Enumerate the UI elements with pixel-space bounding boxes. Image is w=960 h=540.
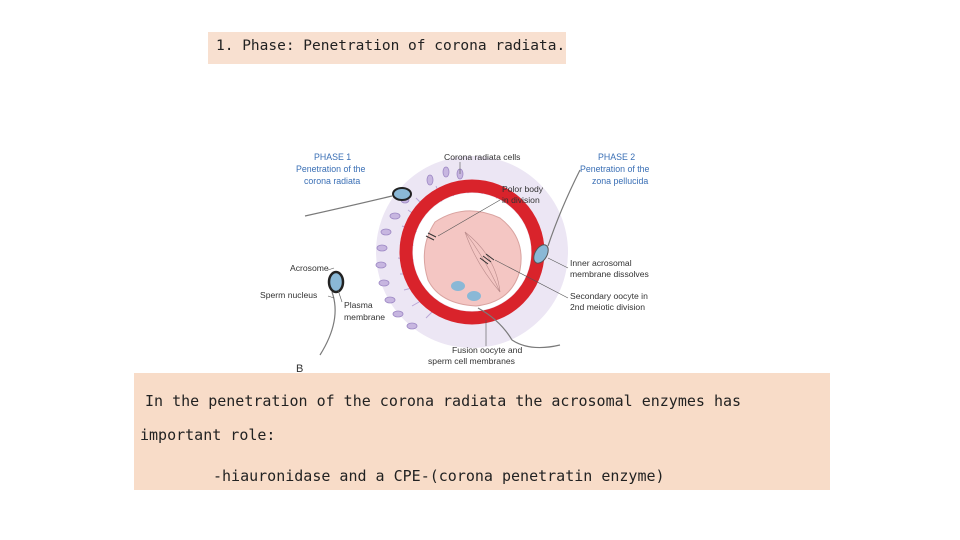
plasma-membrane-label-2: membrane bbox=[344, 312, 385, 322]
slide-title: 1. Phase: Penetration of corona radiata. bbox=[208, 32, 566, 64]
fertilization-diagram: PHASE 1 Penetration of the corona radiat… bbox=[250, 140, 690, 375]
polar-body-label-2: in division bbox=[502, 195, 540, 205]
corona-cells-label: Corona radiata cells bbox=[444, 152, 520, 162]
explanation-line-2: important role: bbox=[140, 426, 276, 444]
fusion-label-1: Fusion oocyte and bbox=[452, 345, 522, 355]
phase1-label-1: PHASE 1 bbox=[314, 152, 351, 162]
polar-body bbox=[425, 232, 437, 241]
phase2-label-1: PHASE 2 bbox=[598, 152, 635, 162]
explanation-line-1: In the penetration of the corona radiata… bbox=[145, 392, 742, 410]
explanation-box: In the penetration of the corona radiata… bbox=[134, 373, 830, 490]
chromosomes bbox=[479, 253, 495, 265]
secondary-oocyte-label-2: 2nd meiotic division bbox=[570, 302, 645, 312]
secondary-oocyte bbox=[423, 210, 522, 307]
sperm-fusing bbox=[451, 281, 561, 349]
phase2-label-2: Penetration of the bbox=[580, 164, 650, 174]
panel-letter: B bbox=[296, 363, 303, 375]
phase1-label-3: corona radiata bbox=[304, 176, 360, 186]
phase2-label-3: zona pellucida bbox=[592, 176, 648, 186]
fusion-label-2: sperm cell membranes bbox=[428, 356, 515, 366]
explanation-line-3: -hiauronidase and a CPE-(corona penetrat… bbox=[213, 467, 665, 485]
sperm-nucleus-label: Sperm nucleus bbox=[260, 290, 317, 300]
sperm-acrosome-detail bbox=[319, 270, 345, 356]
inner-acrosomal-label-1: Inner acrosomal bbox=[570, 258, 632, 268]
sperm-phase2 bbox=[533, 169, 581, 264]
plasma-membrane-label-1: Plasma bbox=[344, 300, 373, 310]
phase1-label-2: Penetration of the bbox=[296, 164, 366, 174]
secondary-oocyte-label-1: Secondary oocyte in bbox=[570, 291, 648, 301]
acrosome-label: Acrosome bbox=[290, 263, 329, 273]
polar-body-label-1: Polor body bbox=[502, 184, 544, 194]
leader-lines bbox=[327, 162, 569, 346]
sperm-phase1 bbox=[304, 187, 412, 217]
diagram-svg: PHASE 1 Penetration of the corona radiat… bbox=[260, 152, 650, 375]
inner-acrosomal-label-2: membrane dissolves bbox=[570, 269, 649, 279]
